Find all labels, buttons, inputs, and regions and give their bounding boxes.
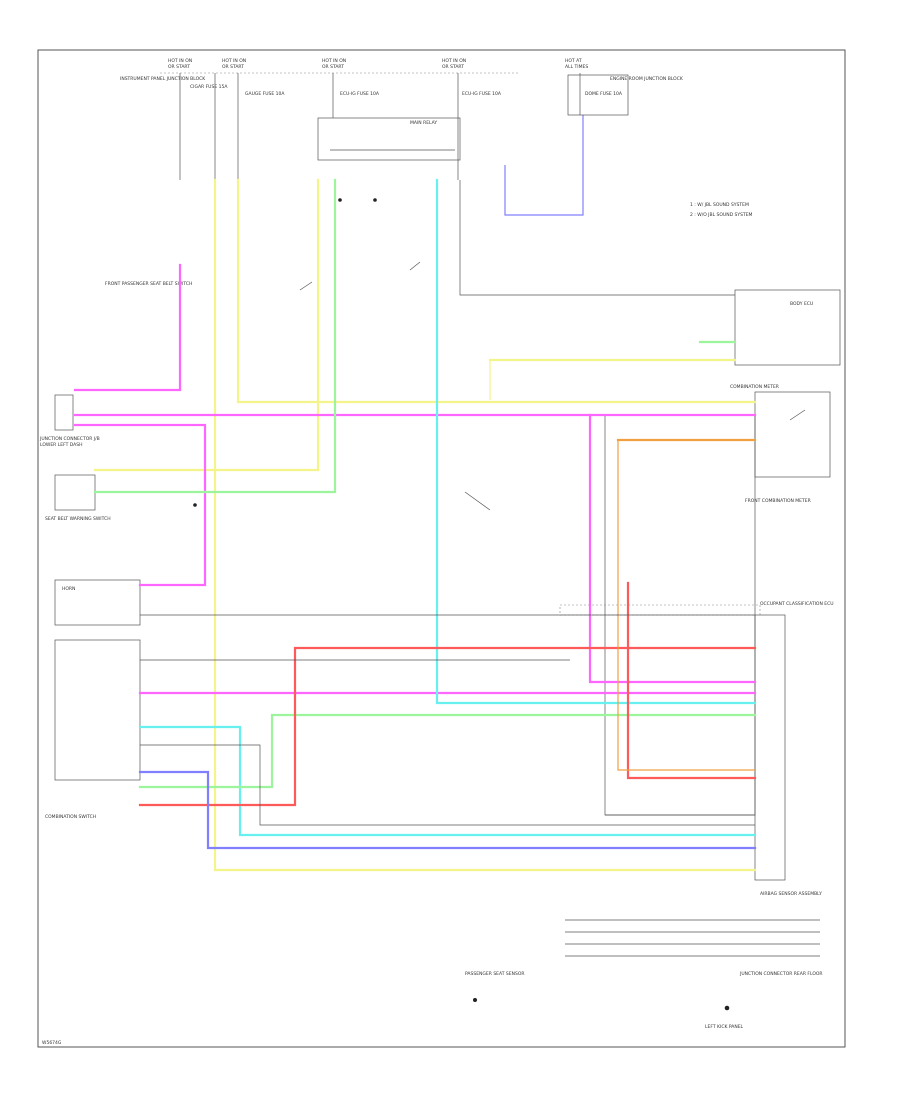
airbag-sensor-label: AIRBAG SENSOR ASSEMBLY bbox=[760, 891, 822, 897]
combination-switch-label: COMBINATION SWITCH bbox=[45, 814, 96, 820]
dome-fuse-label: DOME FUSE 10A bbox=[585, 91, 623, 97]
wire-magenta-seatbelt bbox=[73, 263, 182, 392]
fuse-4-label: HOT IN ON bbox=[442, 58, 466, 64]
combination-switch-box bbox=[54, 639, 141, 781]
junction-connector-upper bbox=[54, 394, 74, 431]
body-ecu-label: BODY ECU bbox=[790, 301, 813, 307]
junction-connector-rear-label: JUNCTION CONNECTOR REAR FLOOR bbox=[739, 971, 823, 977]
fuse-3-sub: OR START bbox=[322, 64, 344, 70]
wire-cyan-main bbox=[435, 178, 757, 705]
seat-sensor-switch bbox=[464, 491, 491, 511]
wire-gray-lower bbox=[140, 744, 755, 826]
fuse-1-sub: OR START bbox=[168, 64, 190, 70]
seat-belt-warning-switch-box bbox=[54, 474, 96, 511]
meter-switch-contact bbox=[789, 409, 806, 421]
engine-room-jb-label: ENGINE ROOM JUNCTION BLOCK bbox=[610, 76, 684, 82]
fuse-5-label: HOT AT bbox=[565, 58, 582, 64]
seat-belt-warning-switch-label: SEAT BELT WARNING SWITCH bbox=[45, 516, 111, 522]
wire-red-airbag bbox=[138, 646, 757, 807]
combination-meter-label: COMBINATION METER bbox=[730, 384, 779, 390]
legend-item-2: 2 : W/O JBL SOUND SYSTEM bbox=[690, 212, 753, 218]
legend-item-1: 1 : W/ JBL SOUND SYSTEM bbox=[690, 202, 749, 208]
left-kick-panel-label: LEFT KICK PANEL bbox=[705, 1024, 744, 1030]
wire-cyan-lower bbox=[138, 725, 757, 837]
wire-green-airbag bbox=[138, 713, 757, 789]
wire-green-seatbelt bbox=[93, 178, 337, 494]
passenger-seat-sensor-label: PASSENGER SEAT SENSOR bbox=[465, 971, 525, 977]
main-relay-box bbox=[317, 117, 461, 161]
wire-blue-lower bbox=[138, 770, 757, 850]
fuse-5-sub: ALL TIMES bbox=[565, 64, 588, 70]
figure-code: W5674G bbox=[42, 1040, 62, 1046]
wire-magenta-horn bbox=[73, 423, 207, 587]
fuse-2-label: HOT IN ON bbox=[222, 58, 246, 64]
wire-orange-meter bbox=[617, 440, 755, 771]
cigar-fuse-label: CIGAR FUSE 15A bbox=[190, 84, 228, 90]
junction-connector-jb-label: JUNCTION CONNECTOR J/B bbox=[39, 436, 100, 442]
ecu-ig-fuse-label-2: ECU-IG FUSE 10A bbox=[462, 91, 502, 97]
wire-red-meter bbox=[626, 581, 757, 780]
combination-meter-box bbox=[754, 391, 831, 478]
lower-left-dash-label: LOWER LEFT DASH bbox=[40, 442, 82, 448]
horn-label: HORN bbox=[62, 586, 75, 592]
occupant-classification-label: OCCUPANT CLASSIFICATION ECU bbox=[760, 601, 834, 607]
inst-panel-jb-label: INSTRUMENT PANEL JUNCTION BLOCK bbox=[120, 76, 206, 82]
gauge-fuse-label: GAUGE FUSE 10A bbox=[245, 91, 285, 97]
ground-point-bottom bbox=[473, 998, 477, 1002]
wire-yellow-relay bbox=[93, 178, 320, 472]
body-ecu-box bbox=[734, 289, 841, 366]
fuse-3-label: HOT IN ON bbox=[322, 58, 346, 64]
wire-yellow-lower bbox=[213, 178, 757, 872]
front-passenger-seat-belt-label: FRONT PASSENGER SEAT BELT SWITCH bbox=[105, 281, 192, 287]
diagram-frame bbox=[37, 49, 846, 1048]
main-relay-label: MAIN RELAY bbox=[410, 120, 437, 126]
ground-point-right bbox=[724, 1005, 730, 1011]
splice-dot-2 bbox=[373, 198, 377, 202]
fuse-2-sub: OR START bbox=[222, 64, 244, 70]
splice-dot-3 bbox=[193, 503, 197, 507]
ecu-ig-fuse-label: ECU-IG FUSE 10A bbox=[340, 91, 380, 97]
relay-switch-contact-1 bbox=[299, 281, 313, 291]
relay-switch-contact-2 bbox=[409, 261, 421, 271]
dome-blue-wire bbox=[504, 115, 584, 216]
airbag-sensor-connector bbox=[754, 614, 786, 881]
wire-yellow-gauge bbox=[236, 178, 757, 404]
fuse-4-sub: OR START bbox=[442, 64, 464, 70]
dome-fuse-box bbox=[567, 74, 629, 116]
wire-magenta-airbag bbox=[588, 413, 757, 684]
fuse-1-label: HOT IN ON bbox=[168, 58, 192, 64]
front-combination-meter-label: FRONT COMBINATION METER bbox=[745, 498, 811, 504]
splice-dot-1 bbox=[338, 198, 342, 202]
ecu-feed-line bbox=[459, 180, 735, 296]
horn-switch-box bbox=[54, 579, 141, 626]
